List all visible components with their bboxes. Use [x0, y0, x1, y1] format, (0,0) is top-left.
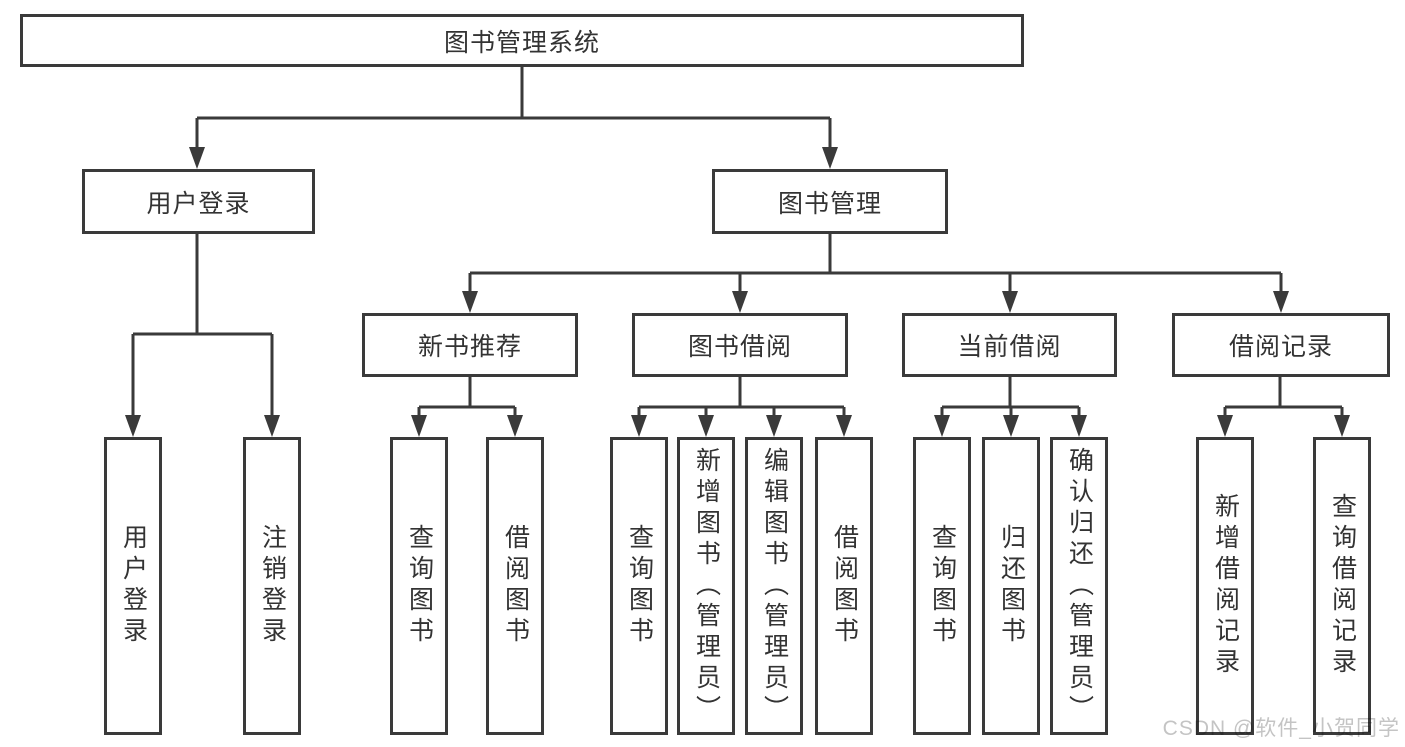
- node-current-borrowing: 当前借阅: [902, 313, 1117, 377]
- leaf-label: 查询图书: [625, 524, 654, 648]
- leaf-label: 查询图书: [405, 524, 434, 648]
- arrowheads: [125, 147, 1350, 437]
- leaf-add-borrow-record: 新增借阅记录: [1196, 437, 1254, 735]
- leaf-label: 确认归还（管理员）: [1065, 446, 1094, 726]
- node-root: 图书管理系统: [20, 14, 1024, 67]
- leaf-query-books-1: 查询图书: [390, 437, 448, 735]
- leaf-label: 用户登录: [119, 524, 148, 648]
- leaf-borrow-books-2: 借阅图书: [815, 437, 873, 735]
- leaf-label: 借阅图书: [830, 524, 859, 648]
- node-book-borrowing: 图书借阅: [632, 313, 848, 377]
- leaf-user-login: 用户登录: [104, 437, 162, 735]
- leaf-label: 借阅图书: [501, 524, 530, 648]
- leaf-label: 查询图书: [928, 524, 957, 648]
- leaf-edit-book-admin: 编辑图书（管理员）: [745, 437, 803, 735]
- node-new-book-recommend: 新书推荐: [362, 313, 578, 377]
- leaf-confirm-return-admin: 确认归还（管理员）: [1050, 437, 1108, 735]
- leaf-borrow-books-1: 借阅图书: [486, 437, 544, 735]
- node-user-login: 用户登录: [82, 169, 315, 234]
- leaf-query-borrow-record: 查询借阅记录: [1313, 437, 1371, 735]
- leaf-logout: 注销登录: [243, 437, 301, 735]
- leaf-label: 归还图书: [997, 524, 1026, 648]
- leaf-query-books-2: 查询图书: [610, 437, 668, 735]
- node-borrowing-records: 借阅记录: [1172, 313, 1390, 377]
- leaf-label: 新增借阅记录: [1211, 493, 1240, 679]
- leaf-return-book: 归还图书: [982, 437, 1040, 735]
- leaf-label: 查询借阅记录: [1328, 493, 1357, 679]
- leaf-label: 注销登录: [258, 524, 287, 648]
- leaf-query-books-3: 查询图书: [913, 437, 971, 735]
- leaf-label: 新增图书（管理员）: [692, 446, 721, 726]
- watermark: CSDN @软件_小贺同学: [1162, 717, 1400, 740]
- node-book-management: 图书管理: [712, 169, 948, 234]
- leaf-label: 编辑图书（管理员）: [760, 446, 789, 726]
- leaf-add-book-admin: 新增图书（管理员）: [677, 437, 735, 735]
